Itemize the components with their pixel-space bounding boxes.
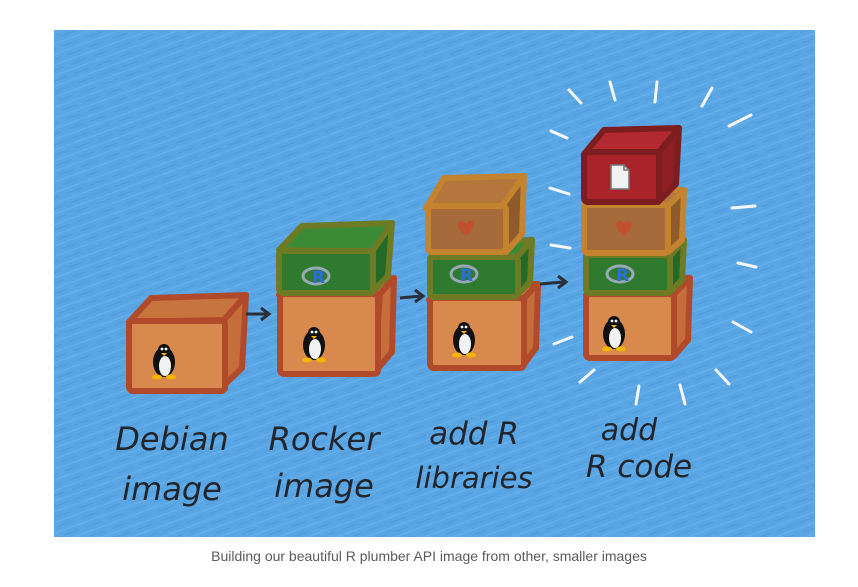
- box-libraries-layer: [423, 173, 527, 255]
- stage-debian: [126, 292, 249, 394]
- label-rocker-line2: image: [274, 467, 374, 505]
- arrow-3: [539, 274, 569, 290]
- stage-rocker: [276, 220, 397, 377]
- box-debian-layer: [126, 292, 249, 394]
- document-icon: [610, 164, 630, 190]
- stage-code: [548, 80, 758, 406]
- stage-libraries: [423, 173, 541, 371]
- glow-rays: [548, 80, 758, 406]
- label-debian-line2: image: [122, 470, 222, 508]
- label-code-line1: add: [601, 413, 658, 448]
- illustration: R: [54, 30, 815, 537]
- arrow-2: [399, 288, 426, 304]
- box-r-layer: [276, 220, 395, 296]
- stage-labels: Debian image Rocker image add R librarie…: [115, 413, 692, 508]
- figure-caption: Building our beautiful R plumber API ima…: [211, 548, 647, 564]
- box-code-layer: [581, 125, 682, 205]
- label-code-line2: R code: [586, 449, 692, 485]
- label-debian-line1: Debian: [115, 420, 228, 458]
- label-libraries-line1: add R: [429, 416, 519, 452]
- label-libraries-line2: libraries: [415, 461, 532, 495]
- docker-layers-drawing: R: [54, 30, 815, 537]
- label-rocker-line1: Rocker: [269, 420, 382, 458]
- arrow-1: [246, 306, 272, 322]
